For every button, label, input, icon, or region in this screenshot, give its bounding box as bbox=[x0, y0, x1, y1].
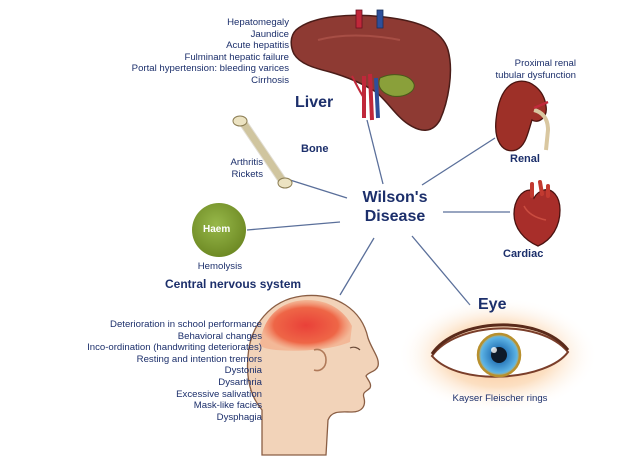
heart-illustration bbox=[513, 180, 561, 247]
bone-finding: Rickets bbox=[231, 168, 263, 180]
head-illustration bbox=[246, 294, 379, 456]
liver-illustration bbox=[290, 9, 452, 131]
center-title: Wilson's Disease bbox=[340, 188, 450, 226]
renal-finding: Proximal renal bbox=[514, 58, 576, 69]
haem-findings-list: Hemolysis bbox=[198, 261, 242, 273]
connector-eye bbox=[411, 235, 471, 306]
liver-finding: Jaundice bbox=[250, 28, 289, 40]
connector-cns bbox=[339, 237, 375, 296]
cns-finding: Behavioral changes bbox=[177, 330, 262, 342]
bone-illustration bbox=[232, 115, 293, 189]
haem-finding: Hemolysis bbox=[197, 261, 242, 272]
eye-illustration bbox=[398, 297, 598, 413]
liver-finding: Fulminant hepatic failure bbox=[184, 51, 289, 63]
liver-findings-list: Hepatomegaly Jaundice Acute hepatitis Fu… bbox=[132, 17, 289, 87]
cns-finding: Inco-ordination (handwriting deteriorate… bbox=[87, 342, 262, 354]
connector-lines bbox=[246, 119, 510, 306]
renal-findings-list: Proximal renal tubular dysfunction bbox=[495, 58, 576, 81]
cns-finding: Deterioration in school performance bbox=[110, 319, 262, 330]
connector-bone bbox=[289, 179, 348, 199]
connector-renal bbox=[421, 137, 496, 186]
bone-title: Bone bbox=[301, 143, 329, 155]
cns-finding: Dystonia bbox=[224, 365, 262, 377]
liver-finding: Acute hepatitis bbox=[226, 40, 289, 52]
eye-title: Eye bbox=[478, 296, 507, 313]
cns-findings-list: Deterioration in school performance Beha… bbox=[87, 319, 262, 423]
connector-liver bbox=[366, 119, 384, 185]
renal-title: Renal bbox=[510, 153, 540, 165]
cns-finding: Excessive salivation bbox=[176, 388, 262, 400]
bone-finding: Arthritis bbox=[230, 157, 263, 168]
cns-finding: Dysarthria bbox=[218, 376, 262, 388]
kidney-illustration bbox=[495, 80, 551, 152]
liver-finding: Hepatomegaly bbox=[227, 17, 289, 28]
eye-findings-list: Kayser Fleischer rings bbox=[440, 393, 560, 405]
cns-finding: Dysphagia bbox=[216, 411, 262, 423]
center-title-line1: Wilson's bbox=[362, 189, 428, 206]
liver-finding: Cirrhosis bbox=[251, 74, 289, 86]
renal-finding: tubular dysfunction bbox=[495, 69, 576, 81]
liver-finding: Portal hypertension: bleeding varices bbox=[131, 63, 289, 75]
cns-finding: Mask-like facies bbox=[193, 400, 262, 412]
bone-findings-list: Arthritis Rickets bbox=[230, 157, 263, 180]
haem-circle bbox=[192, 203, 246, 257]
liver-title: Liver bbox=[295, 94, 334, 111]
cardiac-title: Cardiac bbox=[503, 248, 544, 260]
cns-title: Central nervous system bbox=[165, 277, 302, 291]
center-title-line2: Disease bbox=[364, 208, 426, 225]
haem-badge-label: Haem bbox=[203, 224, 231, 235]
cns-finding: Resting and intention tremors bbox=[136, 353, 262, 365]
eye-finding: Kayser Fleischer rings bbox=[452, 393, 548, 404]
connector-haem bbox=[246, 221, 341, 231]
